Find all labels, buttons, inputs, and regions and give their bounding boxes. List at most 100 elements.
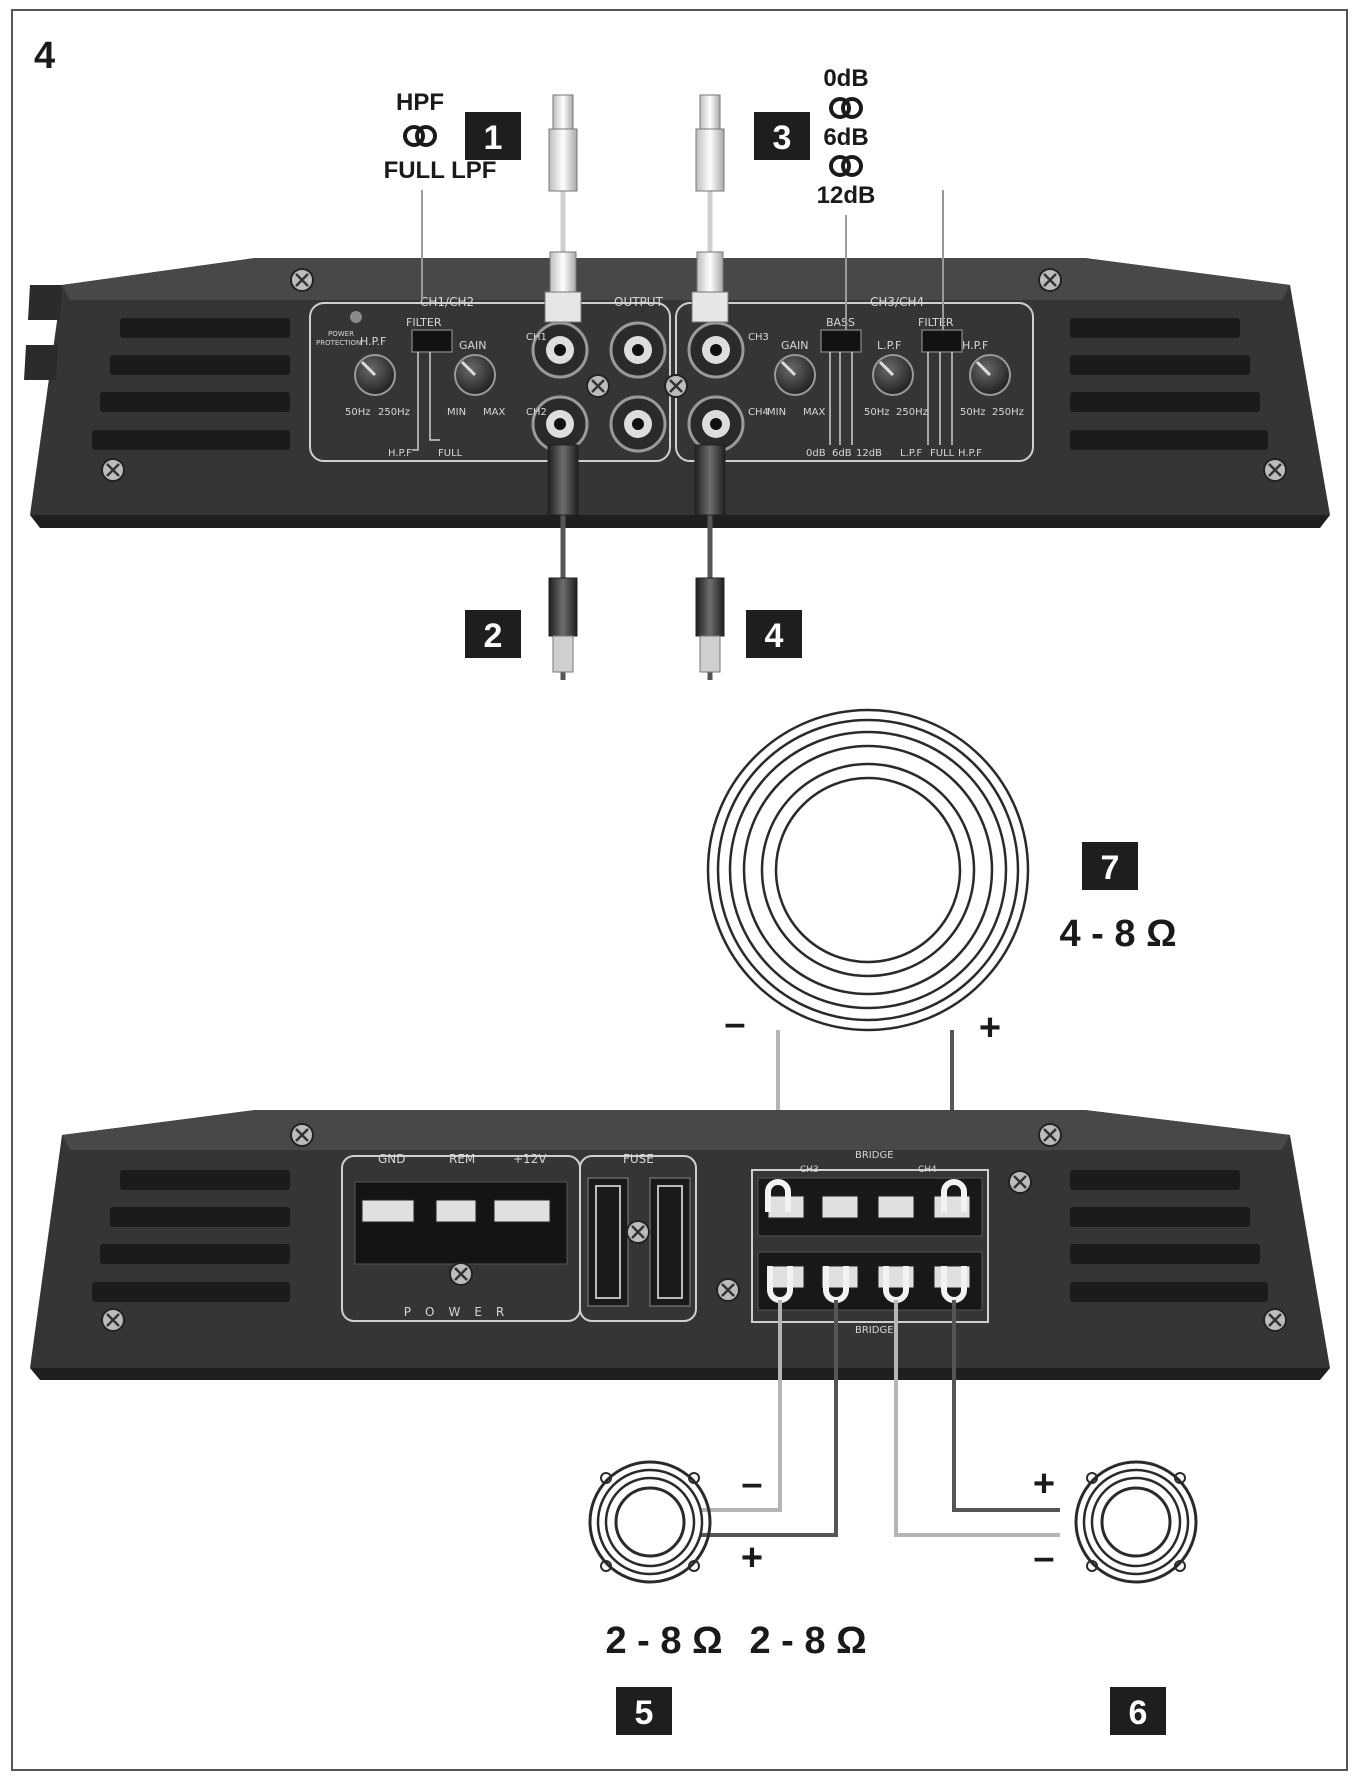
svg-text:7: 7 (1101, 849, 1120, 887)
gnd-terminal[interactable] (361, 1199, 415, 1223)
rem-terminal[interactable] (435, 1199, 477, 1223)
bass-option-12db: 12dB (817, 182, 876, 209)
output-title: OUTPUT (614, 295, 664, 309)
power-terminal-block (354, 1181, 568, 1265)
bass-boost-switch[interactable] (820, 329, 862, 353)
terminal-ch2-neg[interactable] (877, 1195, 915, 1219)
gain-label-ch12: GAIN (459, 339, 487, 352)
filter-switch-ch34[interactable] (921, 329, 963, 353)
ch1-side-label: CH1 (526, 332, 547, 343)
hpf-label-ch12: H.P.F (360, 335, 386, 348)
gain-label-ch34: GAIN (781, 339, 809, 352)
callout-4: 4 (746, 610, 802, 658)
left-speaker-wire-negative (700, 1300, 782, 1512)
switch-0db: 0dB (806, 448, 826, 459)
ch3-side-label: CH3 (748, 332, 769, 343)
rca-jack-output-left[interactable] (609, 321, 667, 379)
terminal-ch3-neg[interactable] (767, 1265, 805, 1289)
svg-text:2: 2 (484, 617, 503, 655)
figure-frame (11, 9, 1348, 1771)
amplifier-bottom-panel: GND REM +12V FUSE POWER BRIDGE CH3 CH4 B… (30, 1110, 1330, 1380)
gain-min-ch12: MIN (447, 407, 466, 418)
power-label: POWER (328, 330, 354, 338)
left-speaker-impedance: 2 - 8 Ω (605, 1620, 722, 1662)
gain-max-ch34: MAX (803, 407, 825, 418)
ch34-title: CH3/CH4 (870, 295, 924, 309)
fuse-2 (649, 1177, 691, 1307)
bass-option-0db: 0dB (823, 65, 868, 92)
switch-6db: 6dB (832, 448, 852, 459)
figure-number: 4 (34, 35, 55, 77)
hpf-label-ch34: H.P.F (962, 339, 988, 352)
filter-option-hpf: HPF (396, 89, 444, 116)
svg-text:3: 3 (773, 119, 792, 157)
switch-full-ch12: FULL (438, 448, 463, 459)
rca-jack-ch3[interactable] (687, 321, 745, 379)
fuse-label: FUSE (623, 1152, 654, 1166)
rca-plug-white-ch3 (691, 94, 729, 323)
rca-jack-output-right[interactable] (609, 395, 667, 453)
gain-max-ch12: MAX (483, 407, 505, 418)
v12-terminal[interactable] (493, 1199, 551, 1223)
hpf-250hz-ch12: 250Hz (378, 407, 410, 418)
right-speaker-plus-sign: + (1033, 1463, 1055, 1505)
left-speaker-plus-sign: + (741, 1537, 763, 1579)
switch-full-ch34: FULL (930, 448, 955, 459)
bass-option-6db: 6dB (823, 124, 868, 151)
ch4-terminal-label: CH4 (918, 1165, 937, 1175)
left-speaker-wire-positive (700, 1300, 838, 1537)
switch-hpf-ch34: H.P.F (958, 448, 982, 459)
switch-12db: 12dB (856, 448, 882, 459)
fuse-panel (579, 1155, 697, 1322)
ch2-side-label: CH2 (526, 407, 547, 418)
speaker-terminal-panel (751, 1169, 989, 1323)
link-icon (829, 155, 863, 177)
left-speaker (588, 1460, 712, 1584)
hpf-50hz-ch12: 50Hz (345, 407, 371, 418)
callout-3: 3 (754, 112, 810, 160)
power-label: POWER (404, 1305, 518, 1319)
hpf-50hz-ch34: 50Hz (960, 407, 986, 418)
callout-1: 1 (465, 112, 521, 160)
rca-plug-white-ch1 (544, 94, 582, 323)
ch12-title: CH1/CH2 (420, 295, 474, 309)
rca-jack-ch1[interactable] (531, 321, 589, 379)
terminal-ch1-pos[interactable] (821, 1195, 859, 1219)
amplifier-top-panel: CH1/CH2 OUTPUT CH3/CH4 POWER PROTECTION … (24, 258, 1330, 528)
svg-text:4: 4 (765, 617, 784, 655)
power-led (350, 311, 362, 323)
rca-jack-ch2[interactable] (531, 395, 589, 453)
svg-text:6: 6 (1129, 1694, 1148, 1732)
bridge-bottom-label: BRIDGE (855, 1325, 894, 1336)
link-icon (829, 97, 863, 119)
switch-lpf-ch34: L.P.F (900, 448, 922, 459)
subwoofer-plus-sign: + (979, 1007, 1001, 1049)
v12-label: +12V (513, 1152, 547, 1166)
subwoofer-impedance: 4 - 8 Ω (1059, 913, 1176, 955)
right-speaker-minus-sign: – (1033, 1537, 1054, 1579)
rem-label: REM (449, 1152, 475, 1166)
ch3-terminal-label: CH3 (800, 1165, 819, 1175)
filter-switch-ch12[interactable] (411, 329, 453, 353)
right-speaker (1074, 1460, 1198, 1584)
lpf-label: L.P.F (877, 339, 901, 352)
filter-label-ch12: FILTER (406, 316, 442, 329)
lpf-250hz: 250Hz (896, 407, 928, 418)
callout-5: 5 (616, 1687, 672, 1735)
link-icon (403, 125, 437, 147)
fuse-1 (587, 1177, 629, 1307)
filter-option-full-lpf: FULL LPF (384, 157, 497, 184)
right-speaker-wire-positive (952, 1300, 1060, 1512)
bridge-top-label: BRIDGE (855, 1150, 894, 1161)
protection-label: PROTECTION (316, 339, 361, 347)
right-speaker-wire-negative (894, 1300, 1060, 1537)
rca-jack-ch4[interactable] (687, 395, 745, 453)
right-speaker-impedance: 2 - 8 Ω (749, 1620, 866, 1662)
callout-7: 7 (1082, 842, 1138, 890)
gain-min-ch34: MIN (767, 407, 786, 418)
switch-hpf-ch12: H.P.F (388, 448, 412, 459)
gnd-label: GND (378, 1152, 406, 1166)
subwoofer-minus-sign: – (724, 1003, 745, 1045)
callout-6: 6 (1110, 1687, 1166, 1735)
